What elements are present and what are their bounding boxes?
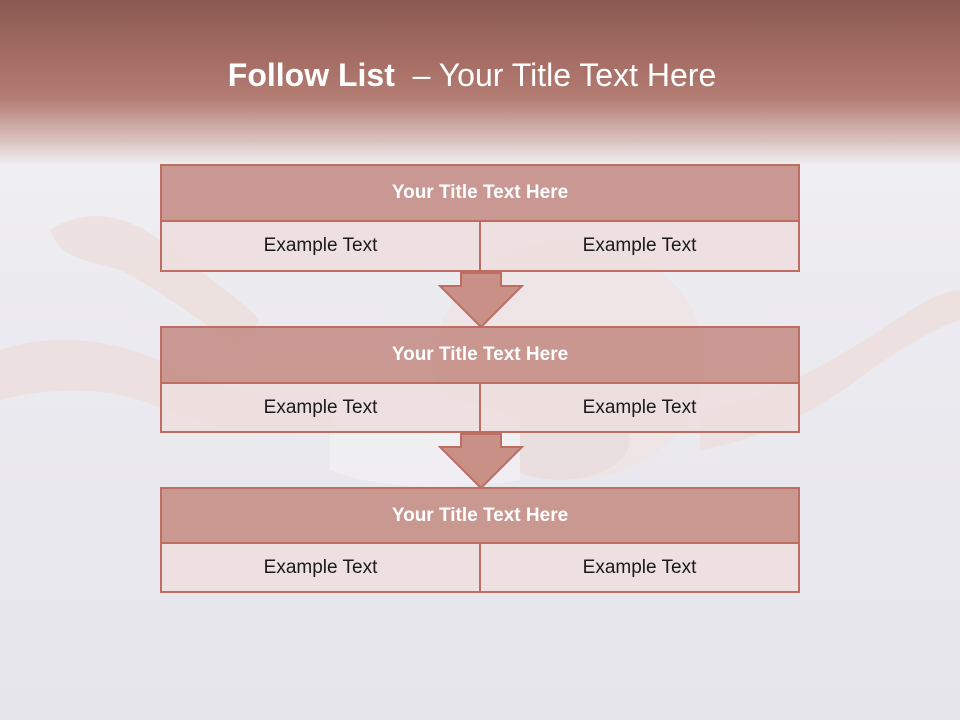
- step-cell-right: Example Text: [479, 544, 798, 591]
- slide-title: Follow List – Your Title Text Here: [0, 52, 944, 98]
- down-arrow-icon: [438, 433, 524, 489]
- step-cell-right: Example Text: [479, 222, 798, 270]
- slide-title-rest: – Your Title Text Here: [394, 57, 717, 93]
- down-arrow-icon: [438, 272, 524, 328]
- step-cell-left: Example Text: [263, 556, 378, 578]
- step-row: Example Text Example Text: [162, 544, 798, 591]
- step-box-1: Your Title Text Here Example Text Exampl…: [160, 164, 800, 272]
- step-title: Your Title Text Here: [162, 166, 798, 222]
- step-row: Example Text Example Text: [162, 222, 798, 270]
- baby-arm-top: [50, 216, 260, 350]
- title-banner: [0, 0, 960, 165]
- slide-title-bold: Follow List: [227, 57, 395, 93]
- step-cell-right: Example Text: [479, 384, 798, 431]
- step-cell-left: Example Text: [263, 396, 378, 418]
- step-title: Your Title Text Here: [162, 328, 798, 384]
- step-box-2: Your Title Text Here Example Text Exampl…: [160, 326, 800, 433]
- step-row: Example Text Example Text: [162, 384, 798, 431]
- step-cell-left: Example Text: [263, 235, 378, 256]
- step-title: Your Title Text Here: [162, 489, 798, 544]
- step-box-3: Your Title Text Here Example Text Exampl…: [160, 487, 800, 593]
